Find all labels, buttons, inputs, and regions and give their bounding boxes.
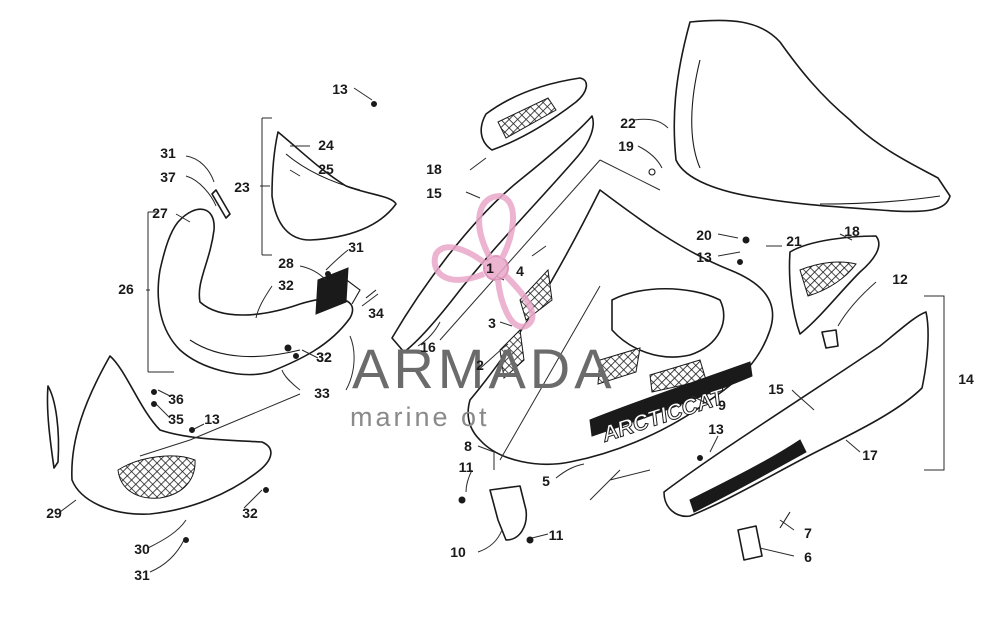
callout-14: 14 — [958, 371, 974, 387]
callout-24: 24 — [318, 137, 334, 153]
callout-4: 4 — [516, 263, 524, 279]
callout-18: 18 — [426, 161, 442, 177]
right-side-panel — [663, 311, 929, 517]
callout-11: 11 — [459, 459, 474, 475]
callout-2: 2 — [476, 357, 484, 373]
trim-strip — [391, 115, 594, 353]
hood-vent-top — [480, 77, 588, 151]
callout-6: 6 — [804, 549, 812, 565]
callout-1: 1 — [486, 260, 494, 276]
callout-25: 25 — [318, 161, 334, 177]
lower-bumper — [46, 355, 272, 515]
callout-15: 15 — [768, 381, 784, 397]
callout-21: 21 — [786, 233, 802, 249]
callout-7: 7 — [804, 525, 812, 541]
callout-32: 32 — [316, 349, 332, 365]
callout-12: 12 — [892, 271, 908, 287]
callout-29: 29 — [46, 505, 62, 521]
callout-35: 35 — [168, 411, 184, 427]
left-side-panel — [157, 208, 354, 376]
callout-28: 28 — [278, 255, 294, 271]
armada-propeller-logo — [431, 192, 536, 330]
callout-32: 32 — [278, 277, 294, 293]
callout-10: 10 — [450, 544, 466, 560]
callout-30: 30 — [134, 541, 150, 557]
callout-37: 37 — [160, 169, 176, 185]
windshield — [673, 19, 951, 213]
callout-11: 11 — [549, 527, 564, 543]
callout-22: 22 — [620, 115, 636, 131]
callout-19: 19 — [618, 138, 634, 154]
callout-13: 13 — [696, 249, 712, 265]
callout-31: 31 — [160, 145, 176, 161]
right-vent — [788, 235, 880, 335]
callout-32: 32 — [316, 349, 332, 365]
watermark-tagline: marine ot — [350, 402, 490, 432]
callout-17: 17 — [862, 447, 878, 463]
leader-lines — [59, 87, 945, 573]
callout-27: 27 — [152, 205, 168, 221]
callout-16: 16 — [420, 339, 436, 355]
callout-32: 32 — [242, 505, 258, 521]
callout-15: 15 — [426, 185, 442, 201]
callout-13: 13 — [204, 411, 220, 427]
callout-36: 36 — [168, 391, 184, 407]
callout-31: 31 — [348, 239, 364, 255]
mount-bracket — [489, 485, 763, 561]
callout-13: 13 — [332, 81, 348, 97]
callout-20: 20 — [696, 227, 712, 243]
callout-8: 8 — [464, 438, 472, 454]
callout-13: 13 — [708, 421, 724, 437]
fasteners — [151, 101, 839, 544]
callout-31: 31 — [134, 567, 150, 583]
callout-3: 3 — [488, 315, 496, 331]
callout-33: 33 — [314, 385, 330, 401]
callout-9: 9 — [718, 397, 726, 413]
callout-26: 26 — [118, 281, 134, 297]
louver — [315, 267, 361, 315]
inner-panel — [271, 131, 397, 241]
callout-5: 5 — [542, 473, 550, 489]
watermark-brand: ARMADA — [352, 337, 616, 400]
callout-34: 34 — [368, 305, 384, 321]
callout-18: 18 — [844, 223, 860, 239]
callout-layer: 1234567891011111213131313141515161718181… — [46, 81, 974, 583]
callout-23: 23 — [234, 179, 250, 195]
